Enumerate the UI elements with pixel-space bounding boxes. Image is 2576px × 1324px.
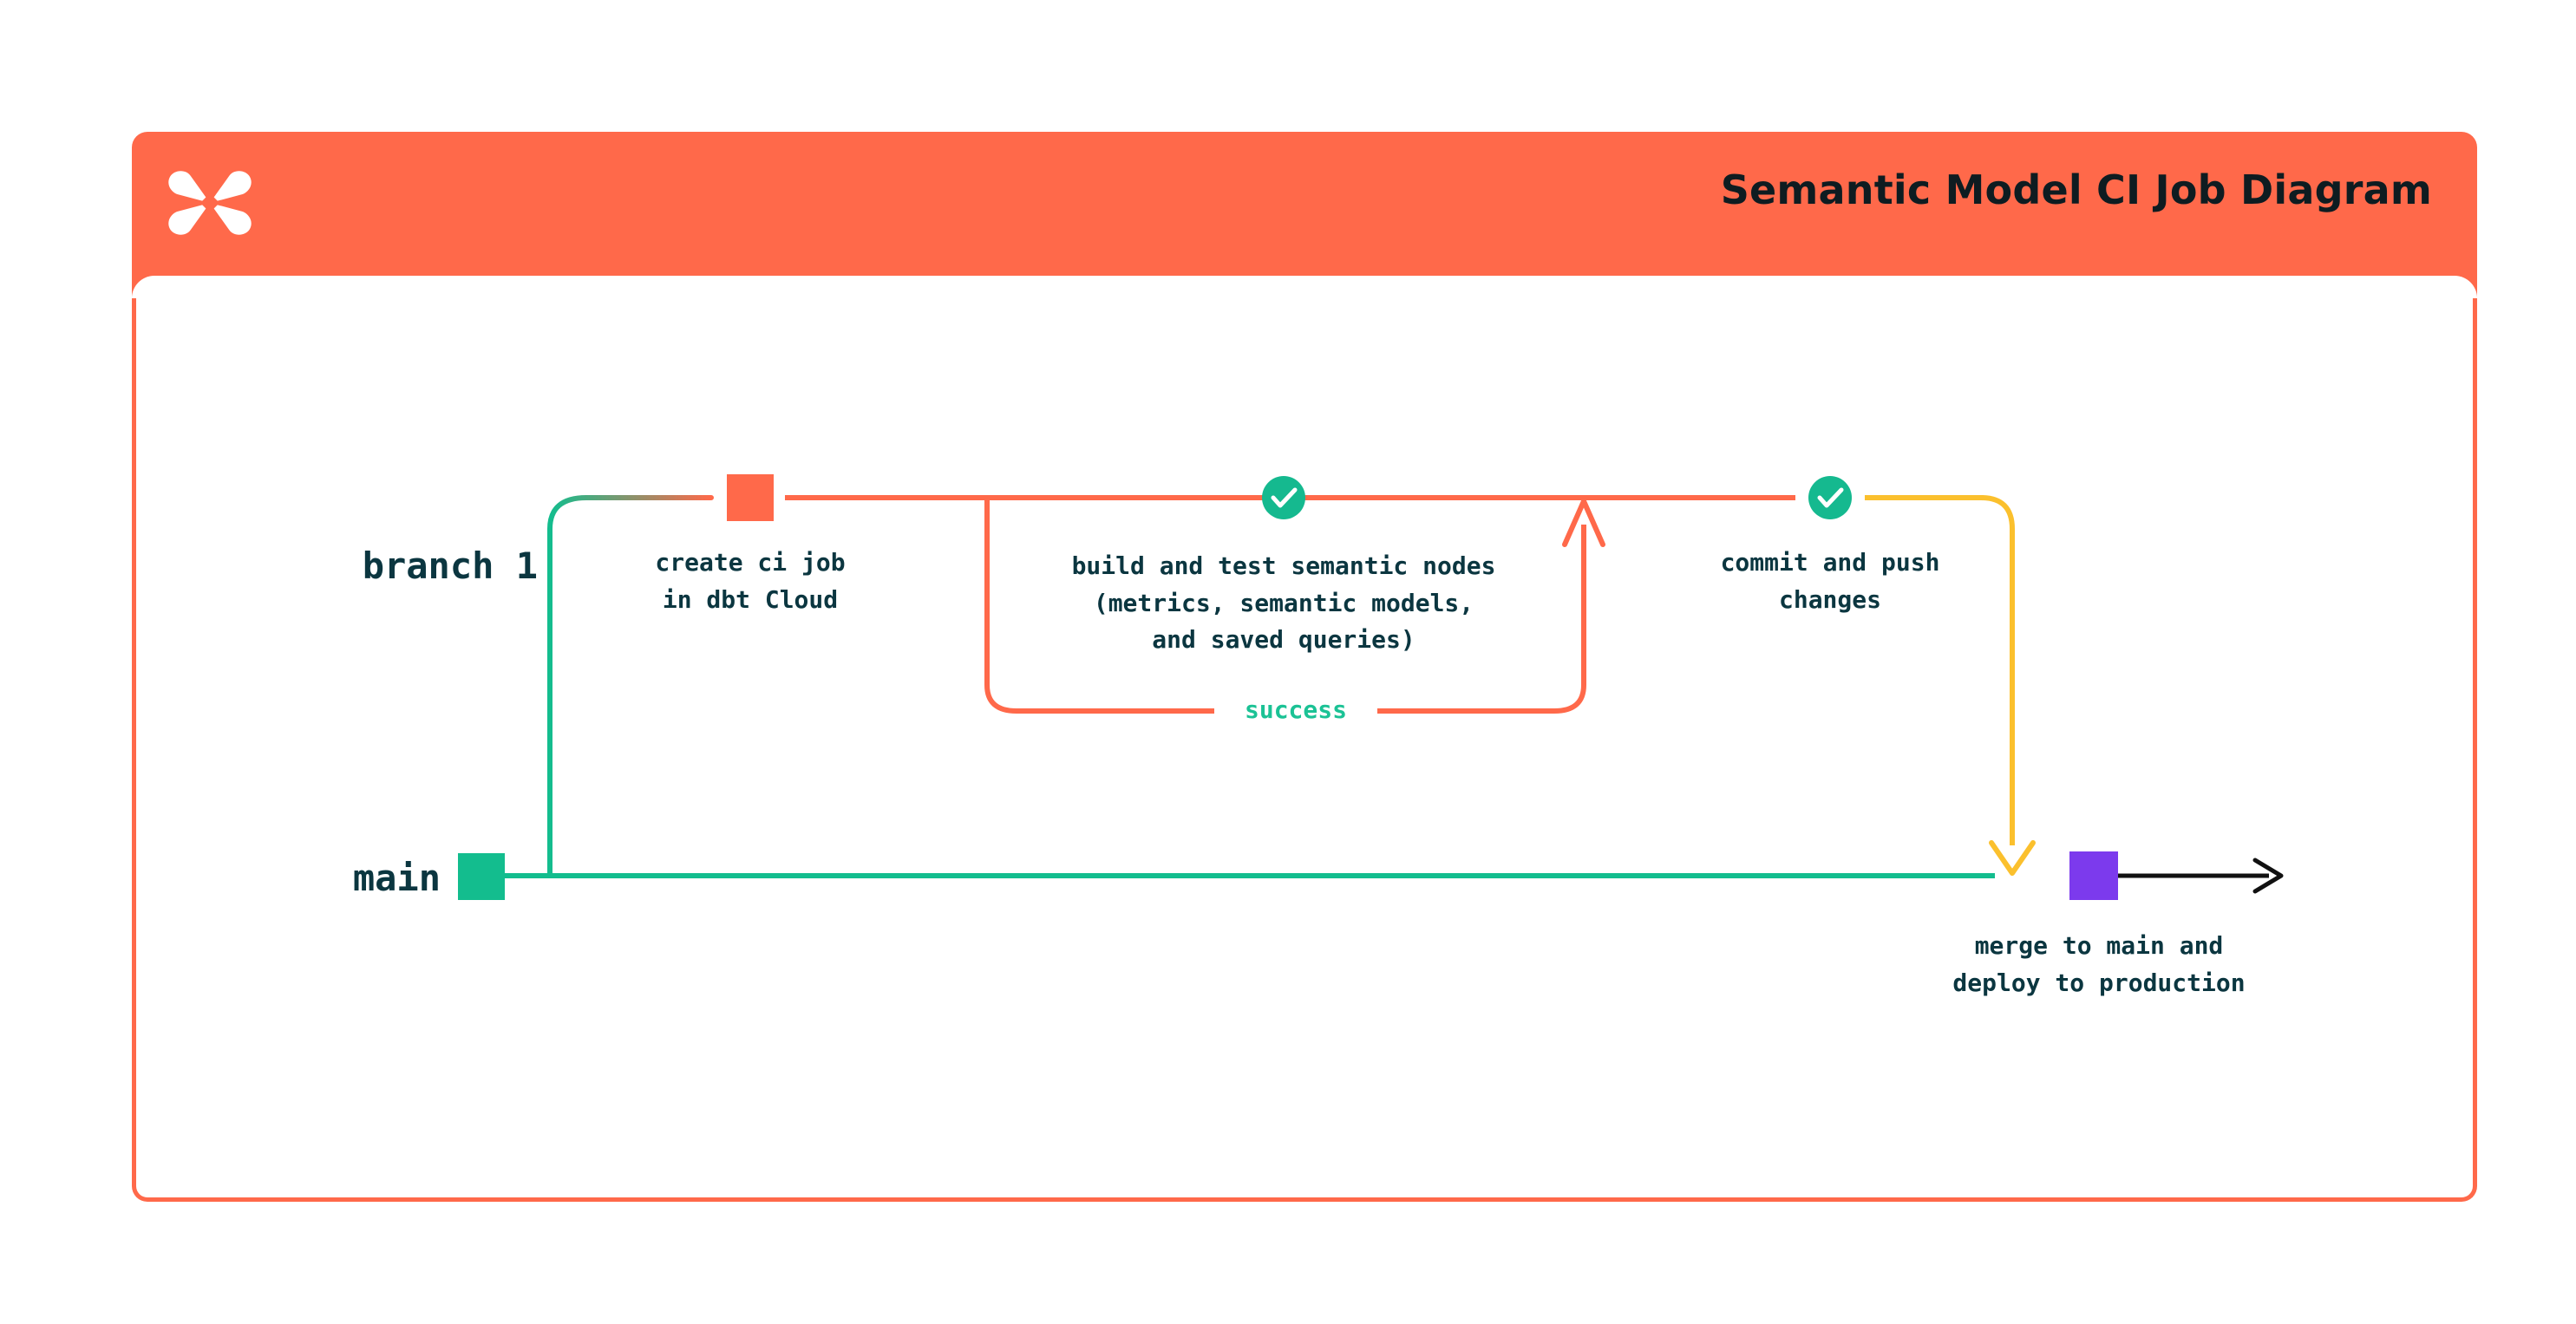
card-header: Semantic Model CI Job Diagram [132,132,2477,283]
node-label-merge-to-main: merge to main and deploy to production [1952,931,2246,997]
card-corner-left [132,276,154,298]
node-label-build-and-test: build and test semantic nodes (metrics, … [1071,551,1496,655]
node-label-create-ci-job: create ci job in dbt Cloud [655,548,846,614]
edge-label-success: success [1214,695,1377,724]
lane-label-branch1: branch 1 [362,545,538,587]
card-title: Semantic Model CI Job Diagram [1720,166,2432,213]
card-corner-right [2455,276,2477,298]
diagram-card: Semantic Model CI Job Diagram [132,132,2477,1202]
dbt-logo-icon [161,154,258,251]
lane-label-main: main [352,857,441,899]
node-label-commit-and-push: commit and push changes [1720,548,1940,614]
card-body [132,276,2477,1202]
